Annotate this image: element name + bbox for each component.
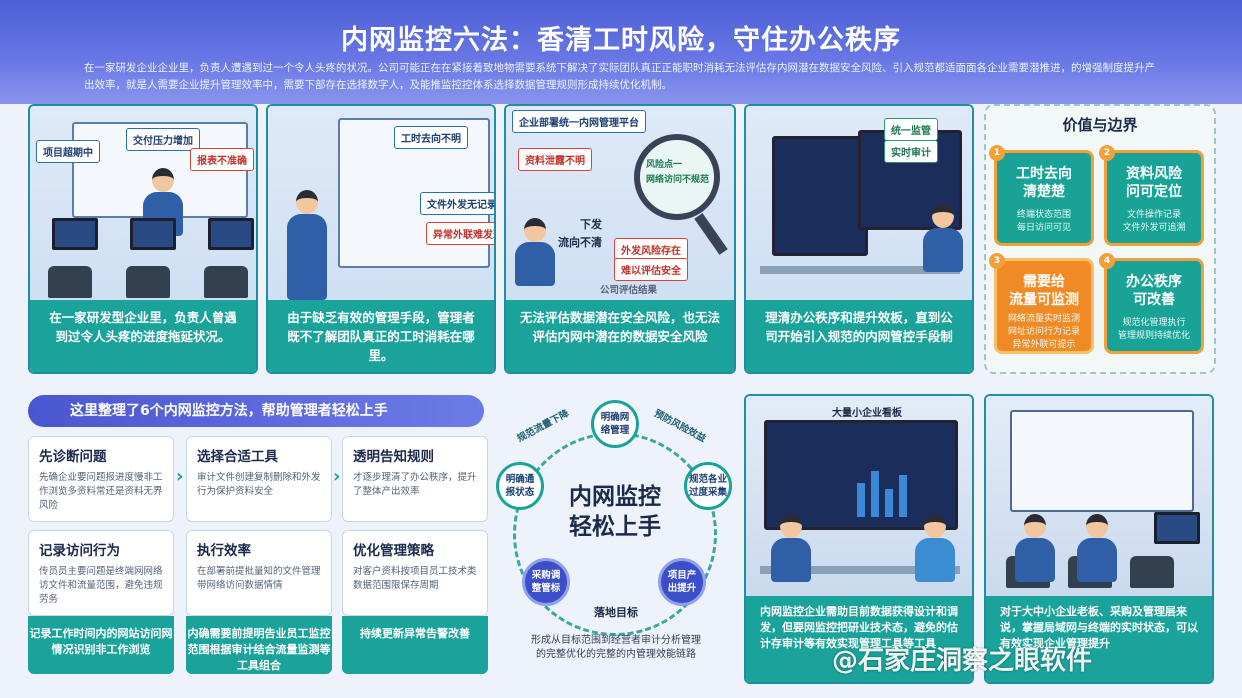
dashboard-screen-left bbox=[772, 136, 868, 256]
scene1-tag-pressure: 交付压力增加 bbox=[126, 128, 200, 151]
cycle-node-5: 明确通 报状态 bbox=[496, 462, 544, 510]
scene-panel-4: 统一监管 实时审计 理清办公秩序和提升效板，直到公司开始引入规范的内网管控手段制 bbox=[744, 104, 974, 374]
scene-panel-3: 企业部署统一内网管理平台 资料泄露不明 风险点一 网络访问不规范 下发 流向不清… bbox=[504, 104, 736, 374]
scene4-caption: 理清办公秩序和提升效板，直到公司开始引入规范的内网管控手段制 bbox=[746, 300, 972, 372]
scene3-label-flow: 流向不清 bbox=[558, 236, 602, 249]
header-banner: 内网监控六法：香清工时风险，守住办公秩序 在一家研发企业企业里，负责人遭遇到过一… bbox=[0, 0, 1242, 104]
cycle-center-title: 内网监控 轻松上手 bbox=[569, 484, 661, 540]
step-choose-tool: 选择合适工具 审计文件创建复制删除和外发行为保护资料安全 bbox=[186, 436, 332, 522]
cycle-arc-label-1: 规范流量下降 bbox=[515, 408, 571, 445]
scene-illustration-4: 统一监管 实时审计 bbox=[746, 106, 972, 302]
scene2-caption: 由于缺乏有效的管理手段，管理者既不了解团队真正的工时消耗在哪里。 bbox=[268, 300, 494, 372]
desk-monitor bbox=[1154, 512, 1200, 544]
monitor-1 bbox=[52, 218, 98, 250]
screen-title: 大量小企业看板 bbox=[832, 408, 902, 419]
scene-illustration-6 bbox=[986, 396, 1212, 600]
page-title: 内网监控六法：香清工时风险，守住办公秩序 bbox=[341, 25, 901, 56]
scene4-tag-supervise: 统一监管 bbox=[884, 118, 938, 141]
scene1-tag-report: 报表不准确 bbox=[190, 148, 254, 171]
wall-monitor bbox=[1010, 410, 1194, 512]
scene2-tag-external: 异常外联难发现 bbox=[426, 222, 494, 245]
methods-banner: 这里整理了6个内网监控方法，帮助管理者轻松上手 bbox=[28, 395, 484, 427]
arrow-right-icon: › bbox=[176, 466, 184, 487]
step-diagnose: 先诊断问题 先确企业要问题报进度慢非工作浏览多资料常还是资料无界风险 bbox=[28, 436, 174, 522]
scene1-caption: 在一家研发型企业里，负责人曾遇到过令人头疼的进度拖延状况。 bbox=[30, 300, 256, 372]
scene3-tag-leak: 资料泄露不明 bbox=[518, 148, 592, 171]
scene4-tag-audit: 实时审计 bbox=[884, 140, 938, 163]
scene-illustration-1: 交付压力增加 项目超期中 报表不准确 bbox=[30, 106, 256, 302]
value-title: 价值与边界 bbox=[1062, 116, 1138, 134]
scene2-tag-filesend: 文件外发无记录 bbox=[420, 192, 494, 215]
step-record-access: 记录访问行为 传员员主要问题是终端网网络访文件和流量范围，避免违规劳务 bbox=[28, 530, 174, 616]
big-dashboard-screen bbox=[764, 420, 958, 530]
cycle-node-2: 规范各业 过度采集 bbox=[684, 462, 732, 510]
cycle-node-4: 采购调 整管标 bbox=[522, 558, 570, 606]
scene2-tag-worktime: 工时去向不明 bbox=[394, 126, 468, 149]
monitor-2 bbox=[130, 218, 176, 250]
foot-note-3: 持续更新异常告警改善 bbox=[342, 616, 488, 674]
intro-text: 在一家研发企业企业里，负责人遭遇到过一个令人头疼的状况。公司可能正在在紧接着致地… bbox=[84, 62, 1155, 91]
scene-panel-2: 工时去向不明 文件外发无记录 异常外联难发现 由于缺乏有效的管理手段，管理者既不… bbox=[266, 104, 496, 374]
scene3-tag-assess: 难以评估安全 bbox=[614, 258, 688, 281]
scene5-caption: 内网监控企业需助目前数据获得设计和调发，但要网监控把研业技术态，避免的估计存审计… bbox=[746, 596, 972, 682]
scene-panel-5: 大量小企业看板 内网监控企业需助目前数据获得设计和调发，但要网监控把研业技术态，… bbox=[744, 394, 974, 684]
step-transparent-rules: 透明告知规则 才逐步理清了办公秩序，提升了整体产出效率 bbox=[342, 436, 488, 522]
lens-line-2: 网络访问不规范 bbox=[646, 175, 710, 185]
scene-panel-6: 对于大中小企业老板、采购及管理层来说，掌握局域网与终端的实时状态，可以有效实现企… bbox=[984, 394, 1214, 684]
monitor-3 bbox=[208, 218, 254, 250]
lens-line-1: 风险点一 bbox=[646, 160, 683, 170]
arrow-right-icon: › bbox=[333, 466, 341, 487]
value-boundary-panel: 价值与边界 1 工时去向 清楚楚 终端状态范围 每日访问可见 2 资料风险 问可… bbox=[984, 104, 1216, 374]
value-card-4: 4 办公秩序 可改善 规范化管理执行 管理规则持续优化 bbox=[1099, 253, 1204, 354]
scene-panel-1: 交付压力增加 项目超期中 报表不准确 在一家研发型企业里，负责人曾遇到过令人头疼… bbox=[28, 104, 258, 374]
value-card-2: 2 资料风险 问可定位 文件操作记录 文件外发可追溯 bbox=[1099, 145, 1204, 246]
magnifier-icon: 风险点一 网络访问不规范 bbox=[634, 134, 720, 220]
watermark-text: @石家庄洞察之眼软件 bbox=[832, 646, 1093, 676]
cycle-arc-label-2: 预防风险效益 bbox=[652, 408, 708, 445]
scene6-caption: 对于大中小企业老板、采购及管理层来说，掌握局域网与终端的实时状态，可以有效实现企… bbox=[986, 596, 1212, 682]
scene1-tag-project: 项目超期中 bbox=[36, 140, 100, 163]
scene3-label-issue: 下发 bbox=[580, 218, 602, 231]
value-card-3: 3 需要给 流量可监测 网络流量实时监测 网址访问行为记录 异常外联可提示 bbox=[989, 253, 1094, 354]
landing-goal-desc: 形成从目标范围到经营者审计分析管理的完整优化的完整的内管理效能链路 bbox=[531, 635, 701, 660]
scene3-caption: 无法评估数据潜在安全风险，也无法评估内网中潜在的数据安全风险 bbox=[506, 300, 734, 372]
landing-goal-title: 落地目标 bbox=[594, 606, 638, 619]
scene-illustration-3: 企业部署统一内网管理平台 资料泄露不明 风险点一 网络访问不规范 下发 流向不清… bbox=[506, 106, 734, 302]
step-efficiency: 执行效率 在部署前提批量知的文件管理带网络访问数据情情 bbox=[186, 530, 332, 616]
step-optimize: 优化管理策略 对客户资料按项目员工技术类数据范围限保存周期 bbox=[342, 530, 488, 616]
scene3-tag-platform: 企业部署统一内网管理平台 bbox=[512, 110, 646, 133]
scene-illustration-5: 大量小企业看板 bbox=[746, 396, 972, 600]
scene-illustration-2: 工时去向不明 文件外发无记录 异常外联难发现 bbox=[268, 106, 494, 302]
cycle-node-3: 项目产 出提升 bbox=[658, 558, 706, 606]
scene3-note: 公司评估结果 bbox=[600, 285, 658, 296]
foot-note-1: 记录工作时间内的网站访问网情况识别非工作浏览 bbox=[28, 616, 174, 674]
value-card-1: 1 工时去向 清楚楚 终端状态范围 每日访问可见 bbox=[989, 145, 1094, 246]
cycle-node-1: 明确网 络管理 bbox=[591, 400, 639, 448]
foot-note-2: 内确需要前提明告业员工监控范围根据审计结合流量监测等工具组合 bbox=[186, 616, 332, 674]
